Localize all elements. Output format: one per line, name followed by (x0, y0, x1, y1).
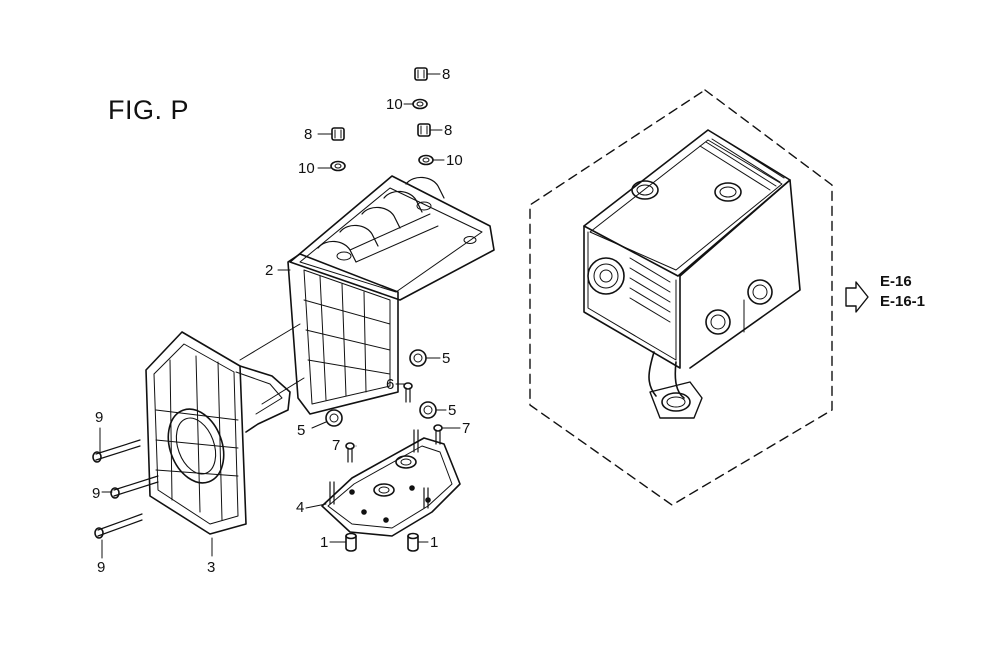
callout-1: 1 (320, 534, 329, 551)
callout-10: 10 (298, 160, 315, 177)
engine-block-drawing (583, 129, 801, 419)
callout-5: 5 (442, 350, 451, 367)
callout-6: 6 (386, 376, 395, 393)
callout-10: 10 (446, 152, 463, 169)
callout-2: 2 (265, 262, 274, 279)
part-7-screws (345, 424, 443, 463)
part-8-nuts (331, 67, 431, 141)
callout-9: 9 (97, 559, 106, 576)
callout-5: 5 (297, 422, 306, 439)
part-1-grommet-left (345, 532, 357, 552)
callout-7: 7 (462, 420, 471, 437)
callout-4: 4 (296, 499, 305, 516)
connector-line (261, 377, 305, 405)
part-6-screw (403, 382, 413, 403)
part-2-upper-bracket (287, 175, 495, 415)
callout-3: 3 (207, 559, 216, 576)
callout-9: 9 (95, 409, 104, 426)
figure-title: FIG. P (108, 95, 190, 125)
reference-arrow-icon (845, 281, 869, 313)
callout-7: 7 (332, 437, 341, 454)
part-3-lower-bracket (145, 331, 291, 535)
part-9-bolts (92, 439, 159, 539)
callout-9: 9 (92, 485, 101, 502)
callout-8: 8 (304, 126, 313, 143)
reference-code-e16: E-16 (880, 273, 912, 290)
callout-10: 10 (386, 96, 403, 113)
connector-line (239, 323, 301, 361)
callout-8: 8 (442, 66, 451, 83)
reference-code-e16-1: E-16-1 (880, 293, 926, 310)
leader-lines (99, 73, 461, 559)
callout-5: 5 (448, 402, 457, 419)
part-1-grommet-right (407, 532, 419, 552)
callout-8: 8 (444, 122, 453, 139)
part-4-base-plate (321, 429, 461, 537)
callout-1: 1 (430, 534, 439, 551)
engine-assembly-boundary (529, 89, 833, 506)
